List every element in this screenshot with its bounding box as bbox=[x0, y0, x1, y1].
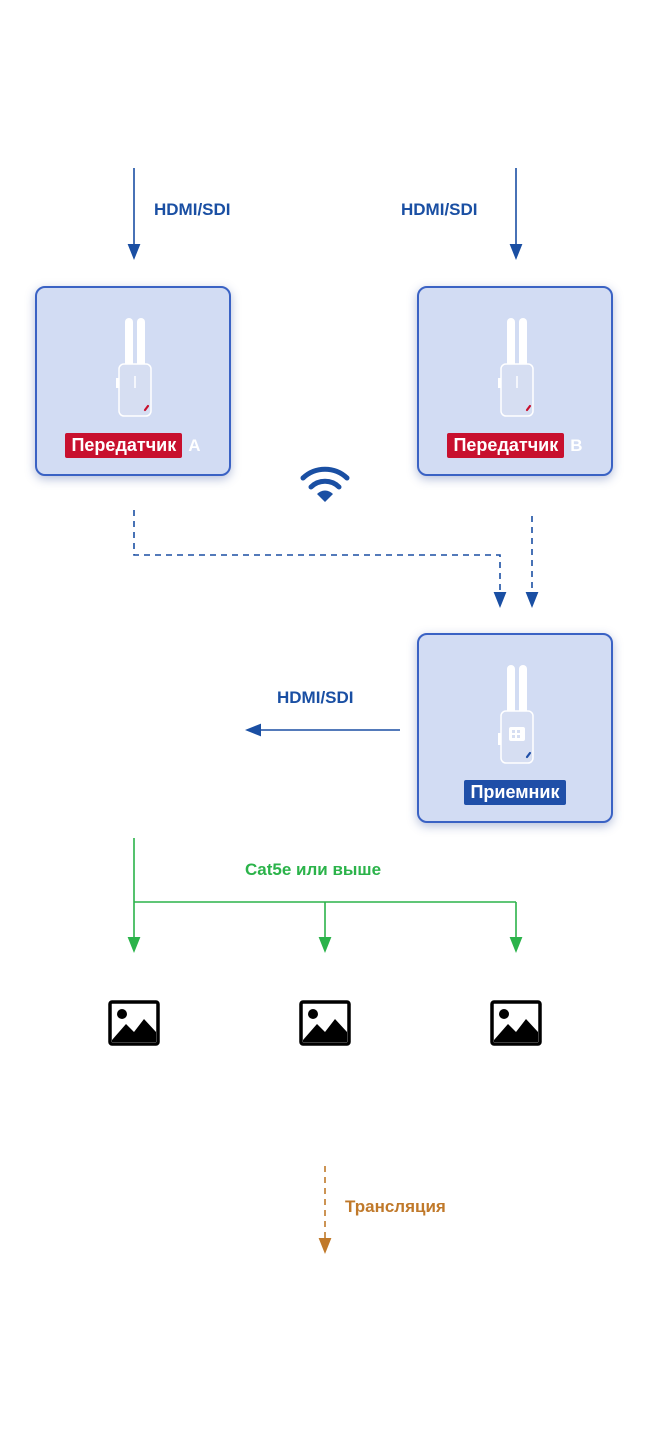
output-label: HDMI/SDI bbox=[277, 688, 354, 707]
transmitter-a-label: Передатчик bbox=[65, 433, 183, 458]
receiver-device-icon bbox=[498, 665, 534, 764]
image-icon bbox=[299, 1000, 351, 1046]
transmitter-b-label: Передатчик bbox=[447, 433, 565, 458]
wifi-icon bbox=[300, 466, 350, 502]
transmitter-a-suffix: A bbox=[188, 435, 201, 455]
input-label-b: HDMI/SDI bbox=[401, 200, 478, 219]
image-icon bbox=[490, 1000, 542, 1046]
receiver-label: Приемник bbox=[464, 780, 566, 805]
transmitter-device-icon bbox=[498, 318, 534, 417]
transmitter-device-icon bbox=[116, 318, 152, 417]
wireless-link-a bbox=[133, 510, 507, 608]
transmitter-b-suffix: B bbox=[570, 435, 583, 455]
cat5e-label: Cat5e или выше bbox=[245, 860, 382, 879]
input-label-a: HDMI/SDI bbox=[154, 200, 231, 219]
receiver-tag: Приемник bbox=[419, 780, 611, 805]
receiver-box: Приемник bbox=[417, 633, 613, 823]
image-icon bbox=[108, 1000, 160, 1046]
legend-broadcast-label: Трансляция bbox=[345, 1197, 446, 1216]
